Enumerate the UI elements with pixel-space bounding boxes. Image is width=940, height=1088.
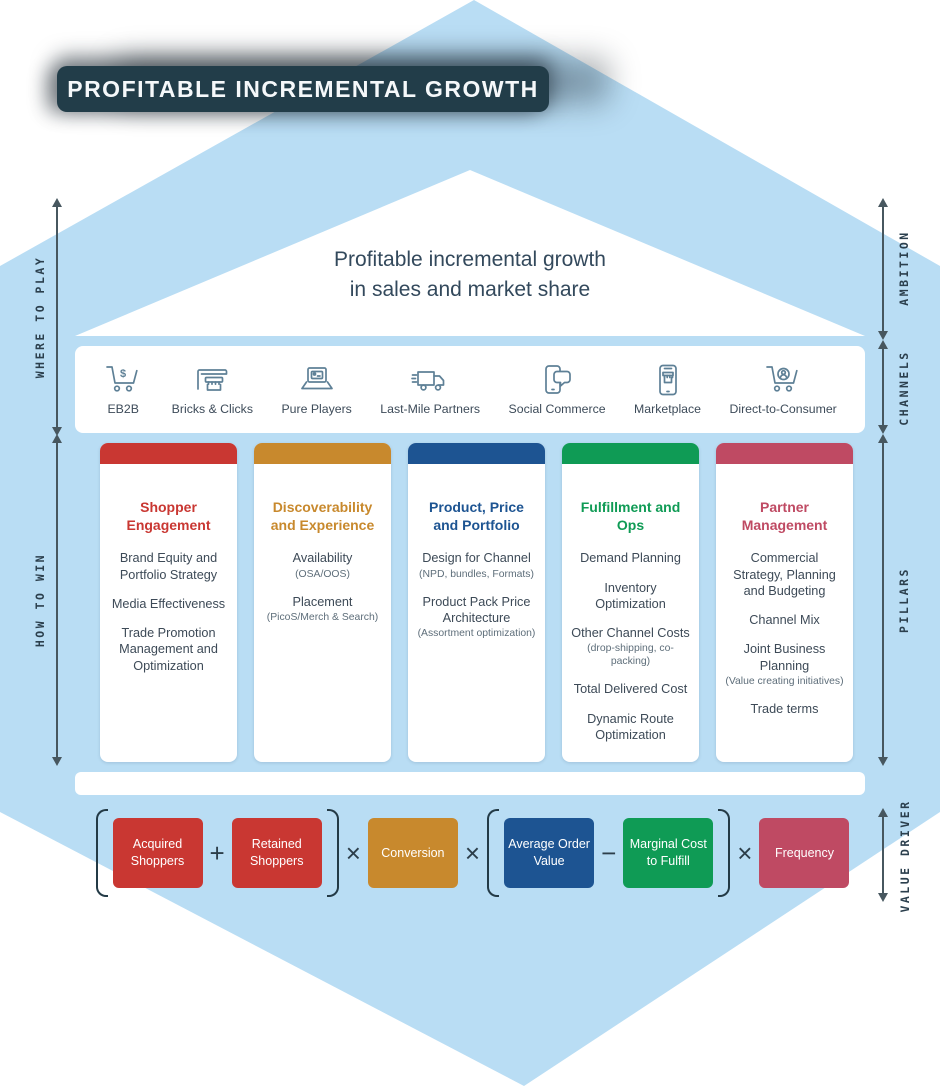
channel-label: Social Commerce [508, 402, 606, 416]
storefront-icon [192, 363, 232, 397]
pillar-item: Product Pack Price Architecture (Assortm… [417, 594, 536, 640]
value-driver-arrow [878, 808, 888, 902]
pillar-item-sub: (NPD, bundles, Formats) [419, 568, 534, 580]
delivery-truck-icon [410, 363, 450, 397]
pillars-arrow [878, 434, 888, 766]
close-bracket [718, 809, 731, 897]
formula-box-marginal-cost: Marginal Cost to Fulfill [623, 818, 714, 888]
pillar-product-price-portfolio: Product, Price and Portfolio Design for … [408, 443, 545, 762]
pillar-color-bar [716, 443, 853, 464]
channel-label: Last-Mile Partners [380, 402, 481, 416]
pillar-color-bar [254, 443, 391, 464]
channels-bar: $ EB2B Bricks & Clicks [75, 346, 865, 433]
channel-d2c: Direct-to-Consumer [729, 363, 837, 416]
where-to-play-label: WHERE TO PLAY [33, 255, 47, 379]
phone-store-icon [648, 363, 688, 397]
pillar-color-bar [562, 443, 699, 464]
pillar-item: Demand Planning [580, 551, 681, 566]
formula-box-average-order-value: Average Order Value [504, 818, 595, 888]
ambition-label: AMBITION [897, 230, 911, 306]
pillar-item: Availability (OSA/OOS) [263, 550, 382, 580]
pillar-item-sub: (OSA/OOS) [295, 568, 350, 580]
cart-dollar-icon: $ [103, 363, 143, 397]
how-to-win-arrow [52, 434, 62, 766]
plus-operator: + [209, 838, 225, 868]
pillars-label: PILLARS [897, 567, 911, 633]
house-base-bar [75, 772, 865, 795]
ambition-statement: Profitable incremental growth in sales a… [75, 245, 865, 306]
multiply-operator: × [345, 838, 361, 868]
minus-operator: − [601, 838, 617, 868]
pillar-shopper-engagement: Shopper Engagement Brand Equity and Port… [100, 443, 237, 762]
pillar-item: Total Delivered Cost [573, 682, 688, 697]
where-to-play-arrow [52, 198, 62, 436]
pillar-item: Dynamic Route Optimization [587, 711, 674, 742]
pillar-item: Commercial Strategy, Planning and Budget… [733, 551, 836, 598]
pillar-title: Shopper Engagement [126, 499, 211, 534]
pillar-item: Placement (PicoS/Merch & Search) [263, 594, 382, 624]
pillar-item-sub: (Assortment optimization) [417, 628, 536, 640]
pillar-partner-management: Partner Management Commercial Strategy, … [716, 443, 853, 762]
pillar-item: Media Effectiveness [111, 596, 226, 611]
close-bracket [326, 809, 339, 897]
svg-text:$: $ [120, 368, 126, 380]
pillar-color-bar [408, 443, 545, 464]
channel-label: Bricks & Clicks [171, 402, 253, 416]
page-title: PROFITABLE INCREMENTAL GROWTH [67, 75, 539, 102]
open-bracket [95, 809, 108, 897]
ambition-line-2: in sales and market share [349, 278, 591, 302]
pillar-item: Trade Promotion Management and Optimizat… [119, 626, 218, 673]
pillar-item: Joint Business Planning (Value creating … [725, 642, 844, 687]
pillar-discoverability-experience: Discoverability and Experience Availabil… [254, 443, 391, 762]
formula-box-retained-shoppers: Retained Shoppers [231, 818, 322, 888]
pillar-item: Channel Mix [749, 613, 820, 628]
formula-box-conversion: Conversion [367, 818, 458, 888]
multiply-operator: × [464, 838, 481, 868]
pillar-item-sub: (Value creating initiatives) [725, 675, 844, 687]
channel-social-commerce: Social Commerce [509, 363, 606, 416]
formula-box-frequency: Frequency [759, 818, 850, 888]
channel-label: Direct-to-Consumer [729, 402, 837, 416]
ambition-line-1: Profitable incremental growth [334, 248, 606, 271]
channel-last-mile: Last-Mile Partners [380, 363, 480, 416]
multiply-operator: × [737, 838, 753, 868]
channels-label: CHANNELS [897, 350, 911, 426]
value-driver-label: VALUE DRIVER [898, 799, 912, 913]
pillar-title: Discoverability and Experience [270, 499, 375, 534]
channels-arrow [878, 340, 888, 434]
value-driver-formula: Acquired Shoppers + Retained Shoppers × … [80, 809, 865, 897]
title-banner: PROFITABLE INCREMENTAL GROWTH [57, 66, 549, 112]
open-bracket [487, 809, 500, 897]
pillar-item: Design for Channel (NPD, bundles, Format… [417, 550, 536, 580]
channel-eb2b: $ EB2B [103, 363, 143, 416]
channel-label: EB2B [107, 402, 139, 416]
channel-label: Marketplace [634, 402, 702, 416]
phone-chat-icon [537, 363, 577, 397]
how-to-win-label: HOW TO WIN [33, 552, 47, 648]
pillar-item: Inventory Optimization [595, 580, 666, 611]
pillar-fulfillment-ops: Fulfillment and Ops Demand Planning Inve… [562, 443, 699, 762]
channel-pure-players: Pure Players [281, 363, 352, 416]
pillar-title: Product, Price and Portfolio [429, 499, 524, 534]
channel-label: Pure Players [281, 402, 352, 416]
ambition-arrow [878, 198, 888, 340]
pillar-item-sub: (drop-shipping, co-packing) [587, 643, 674, 668]
channel-marketplace: Marketplace [634, 363, 701, 416]
pillar-item: Trade terms [750, 701, 819, 716]
formula-box-acquired-shoppers: Acquired Shoppers [112, 818, 203, 888]
pillar-item: Brand Equity and Portfolio Strategy [119, 551, 218, 582]
pillar-title: Partner Management [741, 499, 828, 534]
pillar-item-sub: (PicoS/Merch & Search) [266, 611, 379, 623]
channel-bricks-clicks: Bricks & Clicks [172, 363, 253, 416]
pillar-color-bar [100, 443, 237, 464]
pillar-item: Other Channel Costs (drop-shipping, co-p… [571, 626, 690, 668]
pillar-title: Fulfillment and Ops [580, 499, 681, 534]
cart-person-icon [763, 363, 803, 397]
laptop-icon [297, 363, 337, 397]
